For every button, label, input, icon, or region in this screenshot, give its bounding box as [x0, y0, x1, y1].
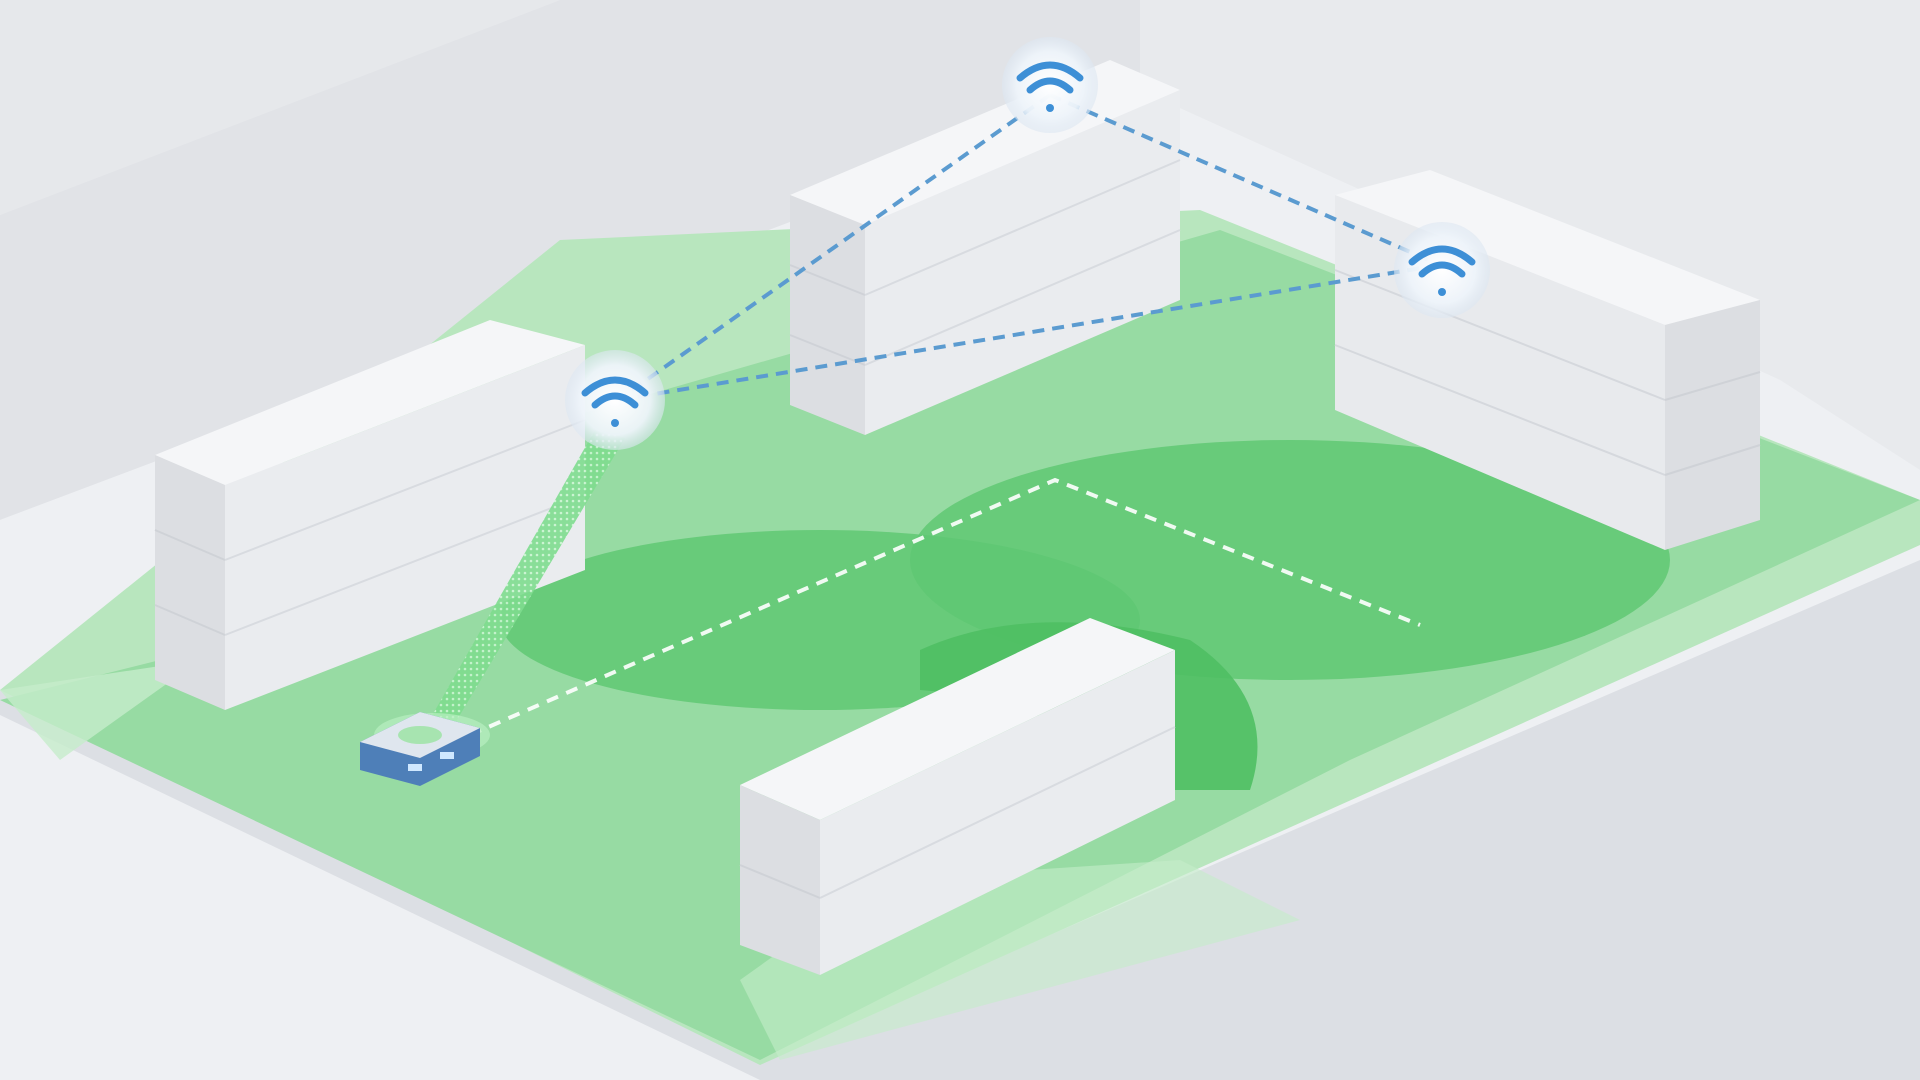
- building-left: [154, 320, 586, 710]
- coverage-wedge-left: [0, 660, 200, 760]
- access-point-right: [1394, 222, 1490, 318]
- building-front: [739, 618, 1176, 975]
- access-point-top: [1002, 37, 1098, 133]
- signal-beam: [425, 430, 625, 735]
- wifi-icon: [581, 376, 649, 427]
- robot-route-path: [469, 477, 1421, 737]
- access-point-left: [565, 350, 665, 450]
- wifi-icon: [1408, 245, 1476, 296]
- coverage-zone-dark-2: [910, 440, 1670, 680]
- robot-vehicle-icon: [360, 712, 490, 786]
- mesh-connections: [616, 93, 1441, 402]
- wifi-icon: [1016, 61, 1084, 112]
- floor-slab-edge: [0, 560, 1920, 1080]
